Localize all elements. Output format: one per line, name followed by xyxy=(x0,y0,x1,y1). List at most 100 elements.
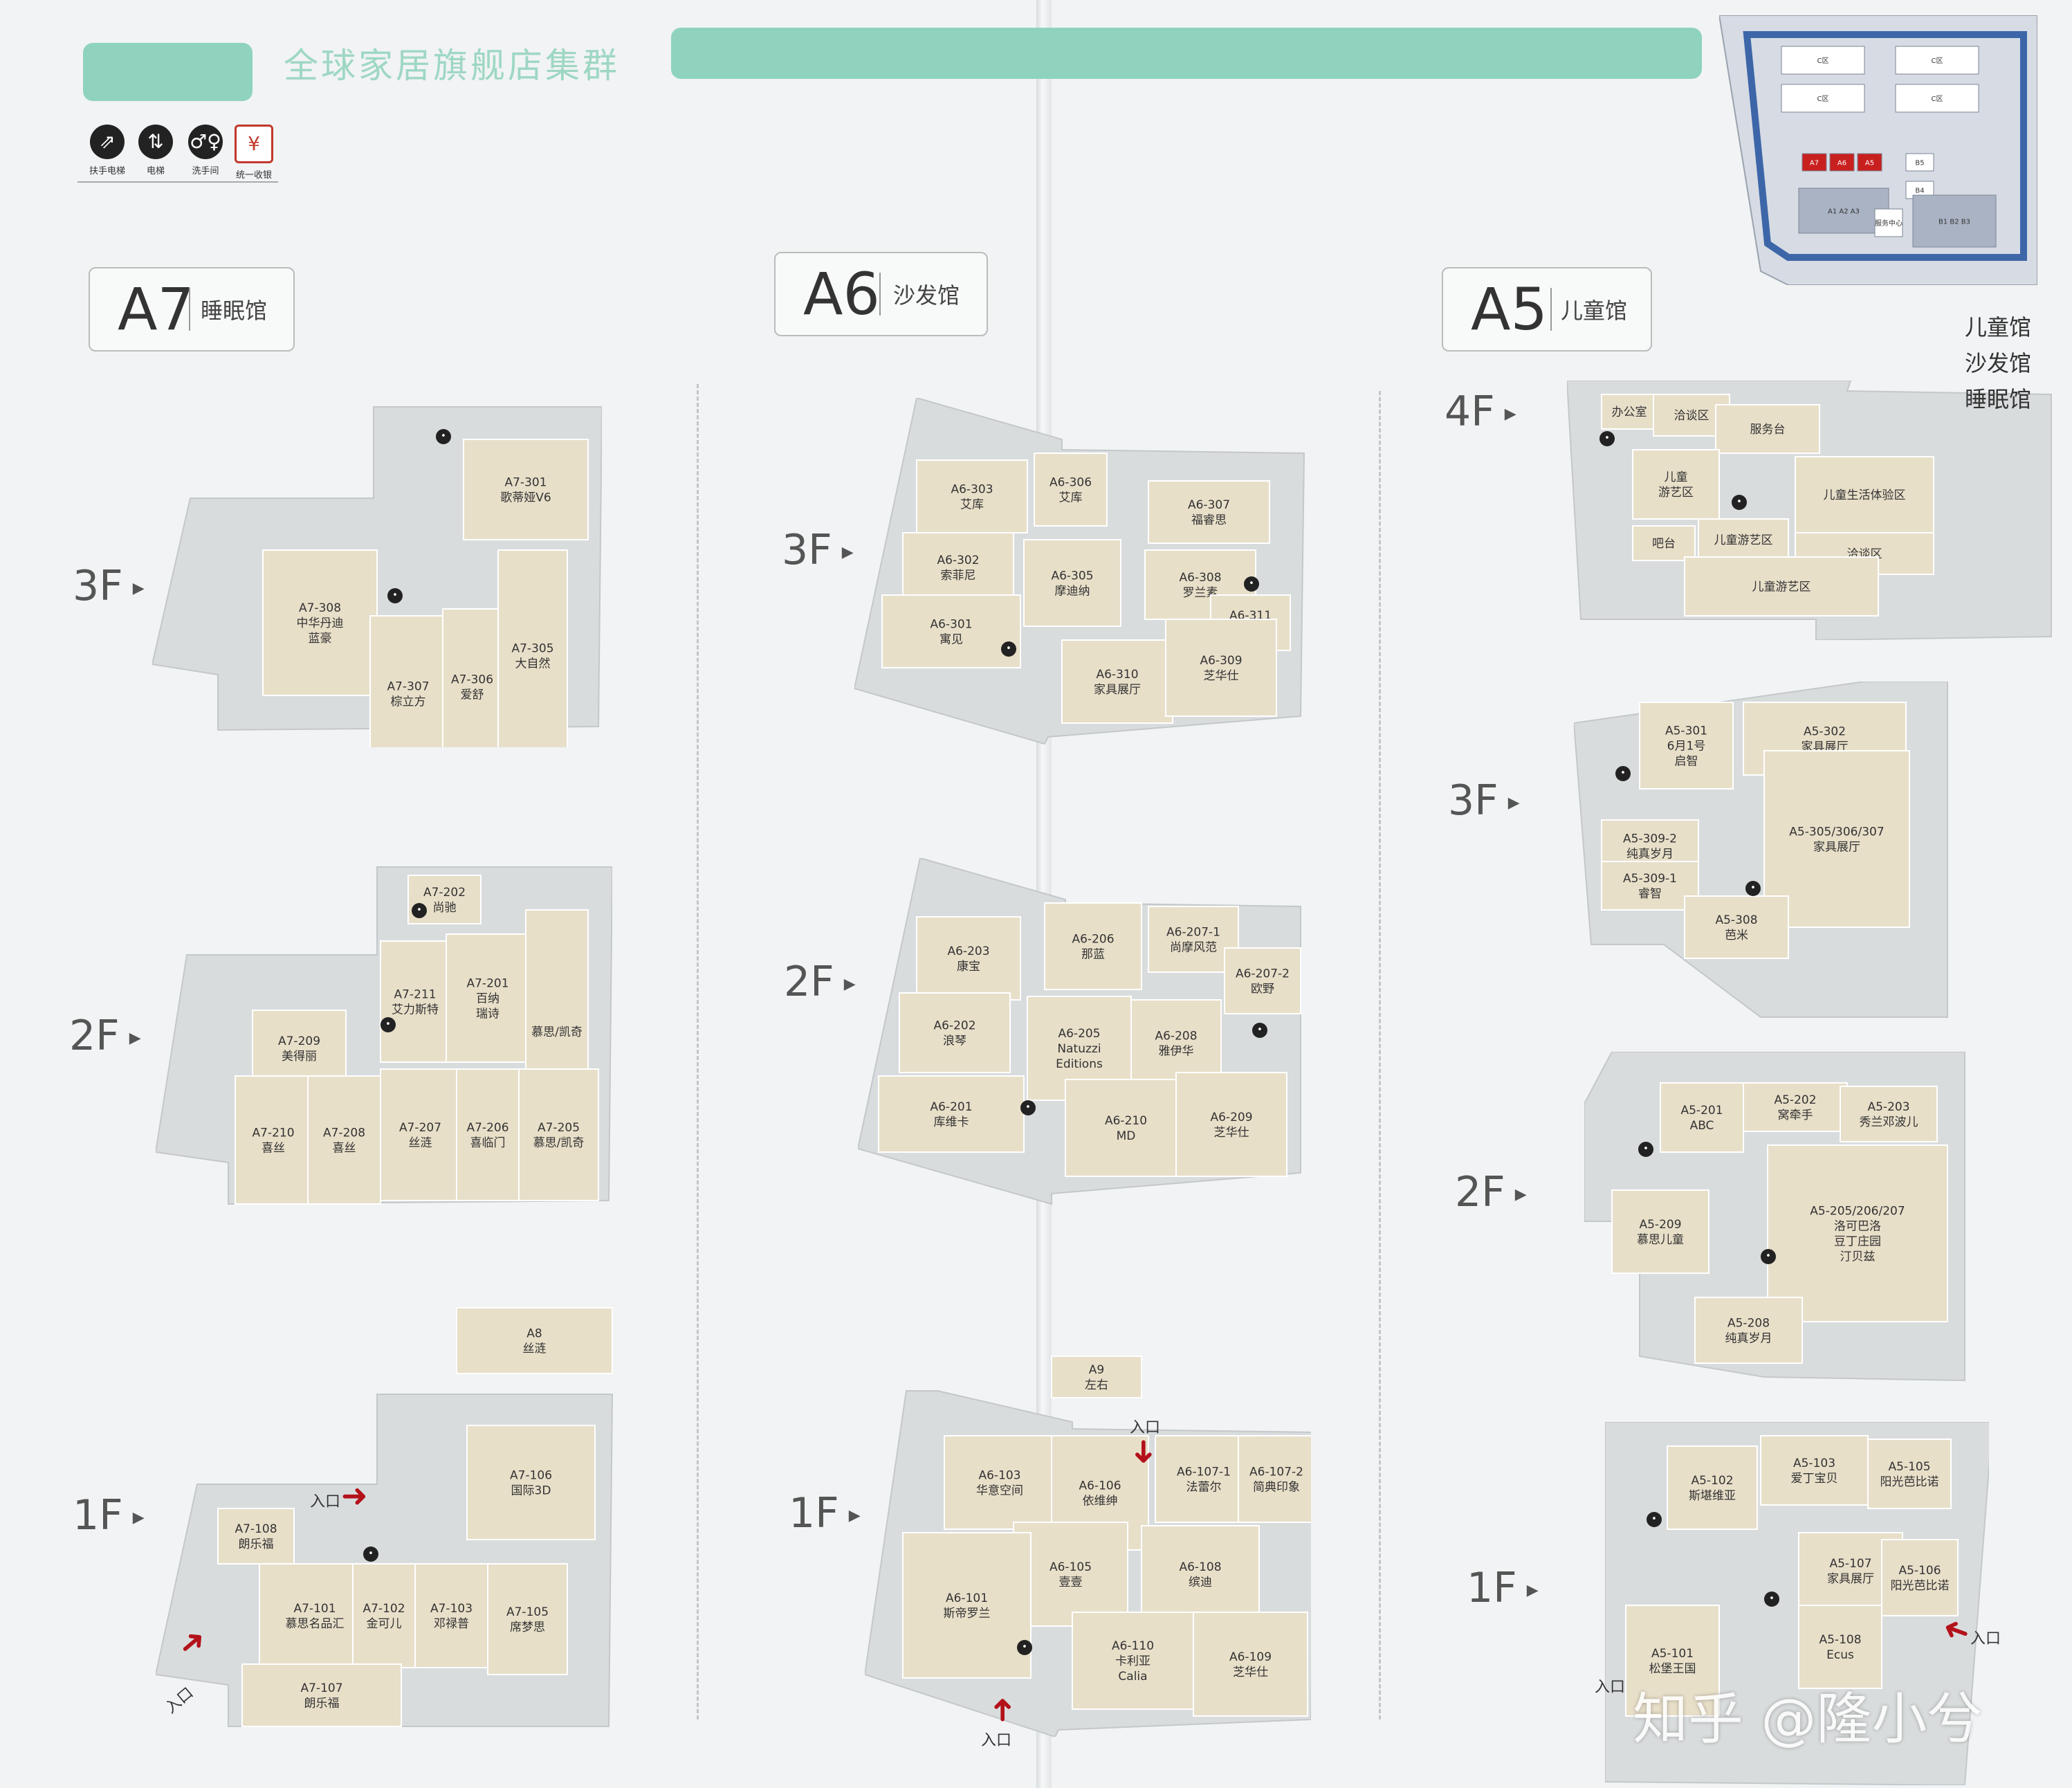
store-brand: 秀兰邓波儿 xyxy=(1860,1115,1918,1129)
store-unit[interactable]: 服务台 xyxy=(1715,404,1820,454)
store-brand: 金可儿 xyxy=(367,1617,402,1631)
store-block xyxy=(916,459,1028,533)
store-unit[interactable]: 儿童生活体验区 xyxy=(1795,456,1934,533)
minimap-label: B5 xyxy=(1915,160,1924,167)
store-brand: 歌蒂娅V6 xyxy=(500,491,551,505)
service-icon: • xyxy=(1252,1023,1267,1038)
store-brand: 喜临门 xyxy=(470,1136,506,1150)
store-code: A5-301 xyxy=(1665,724,1707,738)
store-unit[interactable]: A6-207-2欧野 xyxy=(1224,947,1301,1014)
store-unit[interactable]: 儿童游艺区 xyxy=(1632,449,1720,520)
service-icon: • xyxy=(1732,495,1747,510)
store-block xyxy=(1061,639,1173,724)
store-unit[interactable]: A5-309-1睿智 xyxy=(1601,861,1699,911)
store-unit[interactable]: 吧台 xyxy=(1632,525,1696,561)
store-block xyxy=(881,594,1021,668)
store-block xyxy=(380,1068,461,1201)
store-unit[interactable]: 儿童游艺区 xyxy=(1698,518,1789,561)
service-icon: • xyxy=(1599,431,1615,446)
store-block xyxy=(1867,1439,1952,1509)
store-brand: 纯真岁月 xyxy=(1626,848,1674,861)
floorplan-svg: A5-102斯堪维亚A5-103爱丁宝贝A5-105阳光芭比诺A5-107家具展… xyxy=(1604,1421,1994,1787)
store-unit[interactable]: 办公室 xyxy=(1601,394,1658,430)
store-brand: MD xyxy=(1117,1129,1136,1143)
minimap-block: 服务中心 xyxy=(1874,208,1903,237)
store-code: 儿童游艺区 xyxy=(1714,533,1773,547)
legend-item: ⇗扶手电梯 xyxy=(83,125,131,176)
legend-item: ⇅电梯 xyxy=(131,125,180,176)
store-block xyxy=(1632,525,1696,561)
legend-label: 洗手间 xyxy=(192,166,219,176)
store-code: A5-302 xyxy=(1804,725,1846,739)
store-code: A6-101 xyxy=(946,1591,988,1605)
store-block xyxy=(307,1075,381,1205)
store-code: A6-303 xyxy=(951,483,993,497)
store-block xyxy=(352,1563,416,1668)
store-unit[interactable]: 儿童游艺区 xyxy=(1684,556,1879,617)
store-block xyxy=(252,1010,347,1087)
